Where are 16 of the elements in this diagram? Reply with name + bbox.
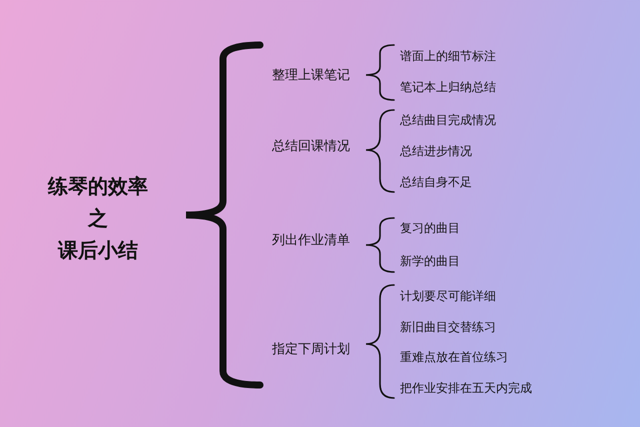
- category-text: 总结回课情况: [272, 138, 351, 156]
- item-text: 新学的曲目: [400, 252, 461, 270]
- item-text: 新旧曲目交替练习: [400, 318, 497, 336]
- item-text: 总结进步情况: [400, 142, 473, 160]
- title-text: 练琴的效率之课后小结: [46, 172, 149, 264]
- category-text: 整理上课笔记: [272, 67, 351, 85]
- item-text: 计划要尽可能详细: [400, 288, 497, 304]
- item-text: 谱面上的细节标注: [400, 48, 497, 64]
- item-text: 笔记本上归纳总结: [400, 78, 497, 96]
- item-text: 总结曲目完成情况: [400, 112, 497, 128]
- item-text: 重难点放在首位练习: [400, 348, 509, 366]
- category-text: 列出作业清单: [272, 232, 351, 250]
- item-text: 把作业安排在五天内完成: [400, 380, 533, 396]
- category-text: 指定下周计划: [272, 341, 351, 359]
- item-text: 总结自身不足: [400, 174, 473, 190]
- item-text: 复习的曲目: [400, 220, 461, 236]
